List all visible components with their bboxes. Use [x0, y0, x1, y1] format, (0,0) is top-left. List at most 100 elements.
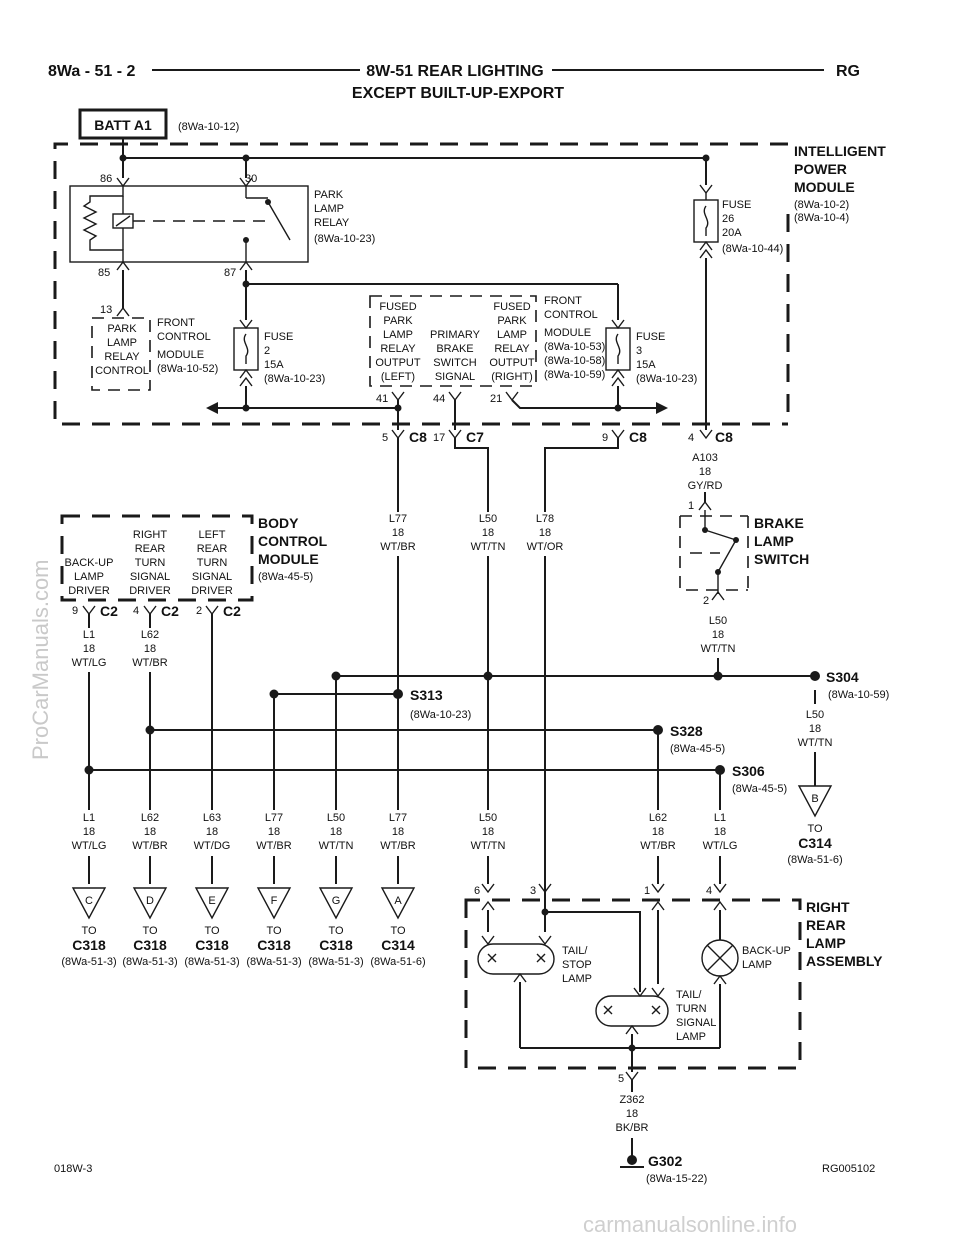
s306-ref: (8Wa-45-5) [732, 783, 787, 795]
bls-blade [704, 529, 737, 541]
c8b-pin: 9 [602, 432, 608, 444]
dest-f-ref: (8Wa-51-3) [246, 956, 301, 968]
section-code: RG [836, 63, 860, 80]
fuse2-bot-terminal-2 [239, 376, 253, 387]
dest-e-to: TO [204, 925, 220, 937]
dest-g-conn: C318 [319, 937, 353, 953]
body-control-module: BODY CONTROL MODULE (8Wa-45-5) BACK-UP L… [60, 514, 328, 810]
ipm-module: INTELLIGENT POWER MODULE (8Wa-10-2) (8Wa… [53, 142, 886, 430]
header: 8Wa - 51 - 2 8W-51 REAR LIGHTING RG EXCE… [48, 63, 860, 102]
footer-right-code: RG005102 [822, 1163, 875, 1175]
pin21: 21 [490, 393, 502, 405]
dest-a-conn: C314 [381, 937, 415, 953]
primary-brake-2: BRAKE [436, 343, 473, 355]
dest-a-tri [380, 887, 416, 920]
fcm-signal-box [369, 295, 537, 387]
ipm-ref-2: (8Wa-10-4) [794, 212, 849, 224]
lamp-pin1-term [651, 883, 665, 894]
backup-1: BACK-UP [742, 945, 791, 957]
c8c-name: C8 [715, 429, 733, 445]
l50-bls-3: WT/TN [701, 643, 736, 655]
fuse26-3: 20A [722, 227, 742, 239]
bcm-backup-2: LAMP [74, 571, 104, 583]
pin-87: 87 [224, 267, 236, 279]
bcm-title-1: BODY [258, 515, 299, 531]
ground-name: G302 [648, 1153, 682, 1169]
dest-b-tri [797, 785, 833, 818]
switch-blade [267, 201, 291, 241]
l1-top-3: WT/LG [72, 657, 107, 669]
z362-1: Z362 [619, 1094, 644, 1106]
pin-85: 85 [98, 267, 110, 279]
fcm-right-3: MODULE [544, 327, 591, 339]
dest-f-tri [256, 887, 292, 920]
pin-13: 13 [100, 304, 112, 316]
c7-name: C7 [466, 429, 484, 445]
bw1-3: WT/BR [132, 840, 167, 852]
pin3-branch [545, 911, 641, 992]
fused-right-3: LAMP [497, 329, 527, 341]
l50-wire-top [454, 438, 489, 512]
bcm-rt-5: DRIVER [129, 585, 171, 597]
l50-right-3: WT/TN [798, 737, 833, 749]
tail-turn-filament-1 [603, 1005, 613, 1015]
bcm-lt-4: SIGNAL [192, 571, 232, 583]
bls-title-2: LAMP [754, 533, 794, 549]
fuse3-bus-arrow [656, 402, 668, 414]
bcm-lt-2: REAR [197, 543, 228, 555]
dest-g-ref: (8Wa-51-3) [308, 956, 363, 968]
dest-d-to: TO [142, 925, 158, 937]
dest-e-tri [194, 887, 230, 920]
bottom-wire-labels: L1 18 WT/LG L62 18 WT/BR L63 18 WT/DG L7… [72, 812, 737, 884]
relay-label-1: PARK [314, 189, 344, 201]
bw5-2: 18 [392, 826, 404, 838]
s304-dot-bls [713, 671, 723, 681]
fused-right-4: RELAY [494, 343, 530, 355]
dest-c-ref: (8Wa-51-3) [61, 956, 116, 968]
fused-right-5: OUTPUT [489, 357, 535, 369]
fuse3-2: 3 [636, 345, 642, 357]
l77-top-2: 18 [392, 527, 404, 539]
bcm-rt-1: RIGHT [133, 529, 168, 541]
ipm-title-2: POWER [794, 161, 847, 177]
dest-d-tri [132, 887, 168, 920]
backup-out [713, 974, 727, 985]
l50-bls-2: 18 [712, 629, 724, 641]
bw2-1: L63 [203, 812, 221, 824]
z362-2: 18 [626, 1108, 638, 1120]
c7-pin: 17 [433, 432, 445, 444]
pin-87-terminal [239, 260, 253, 271]
plrc-1: PARK [107, 323, 137, 335]
primary-brake-3: SWITCH [433, 357, 476, 369]
park-lamp-relay-box [69, 185, 309, 263]
footer-left-code: 018W-3 [54, 1163, 92, 1175]
ground: Z362 18 BK/BR G302 (8Wa-15-22) [615, 1094, 707, 1185]
lamp-pin5-term [625, 1071, 639, 1082]
s304-name: S304 [826, 669, 859, 685]
bw7-2: 18 [652, 826, 664, 838]
dest-a-to: TO [390, 925, 406, 937]
lamp-pin3: 3 [530, 885, 536, 897]
tail-turn-1: TAIL/ [676, 989, 702, 1001]
bw6-2: 18 [482, 826, 494, 838]
l78-top-1: L78 [536, 513, 554, 525]
bcm-ref: (8Wa-45-5) [258, 571, 313, 583]
lamp-border [464, 898, 802, 1070]
bls-pin2: 2 [703, 595, 709, 607]
pin-86: 86 [100, 173, 112, 185]
dest-b-to: TO [807, 823, 823, 835]
bw0-2: 18 [83, 826, 95, 838]
s304-splice [810, 671, 820, 681]
l1-top-2: 18 [83, 643, 95, 655]
pin-30: 30 [245, 173, 257, 185]
bw4-3: WT/TN [319, 840, 354, 852]
relay-resistor [82, 186, 124, 262]
tail-turn-2: TURN [676, 1003, 707, 1015]
fused-right-2: PARK [497, 315, 527, 327]
bcm-pin4: 4 [133, 605, 139, 617]
tail-stop-lamp [477, 943, 555, 975]
lamp-title-3: LAMP [806, 935, 846, 951]
c8b-terminal [611, 429, 625, 440]
right-rear-lamp-assembly: RIGHT REAR LAMP ASSEMBLY 6 3 1 4 TAIL/ S… [464, 880, 883, 1092]
bcm-lt-3: TURN [197, 557, 228, 569]
